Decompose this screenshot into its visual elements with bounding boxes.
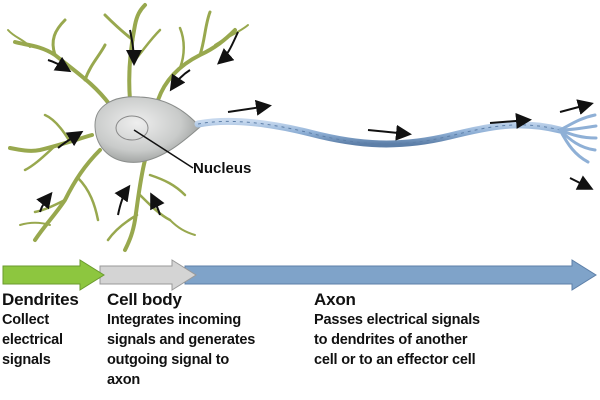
dendrites-desc-line: signals — [2, 352, 51, 368]
nucleus-pointer — [133, 129, 194, 169]
cell-body-desc-line: Integrates incoming — [107, 312, 241, 328]
cell-body-arrow — [99, 259, 197, 291]
nucleus-shape — [115, 115, 149, 141]
dendrites-desc-line: electrical — [2, 332, 63, 348]
axon-terminals — [558, 113, 598, 164]
axon-section: Axon Passes electrical signals to dendri… — [314, 290, 594, 370]
neuron-diagram — [7, 3, 598, 252]
axon-desc-line: Passes electrical signals — [314, 312, 480, 328]
cell-body-section: Cell body Integrates incoming signals an… — [107, 290, 307, 390]
axon-shape — [194, 117, 564, 148]
nucleus-label: Nucleus — [193, 160, 252, 177]
cell-body-heading: Cell body — [107, 290, 182, 309]
cell-body-desc-line: signals and generates — [107, 332, 256, 348]
flow-bar — [2, 259, 597, 291]
dendrites-section: Dendrites Collect electrical signals — [2, 290, 112, 370]
cell-body-desc-line: axon — [107, 372, 141, 388]
signal-arrows — [36, 29, 594, 216]
axon-desc-line: cell or to an effector cell — [314, 352, 476, 368]
dendrites-desc-line: Collect — [2, 312, 49, 328]
axon-desc-line: to dendrites of another — [314, 332, 468, 348]
cell-body-desc-line: outgoing signal to — [107, 352, 230, 368]
axon-heading: Axon — [314, 290, 356, 309]
axon-arrow — [184, 259, 597, 291]
dendrites-arrow — [2, 259, 105, 291]
dendrites-heading: Dendrites — [2, 290, 79, 309]
